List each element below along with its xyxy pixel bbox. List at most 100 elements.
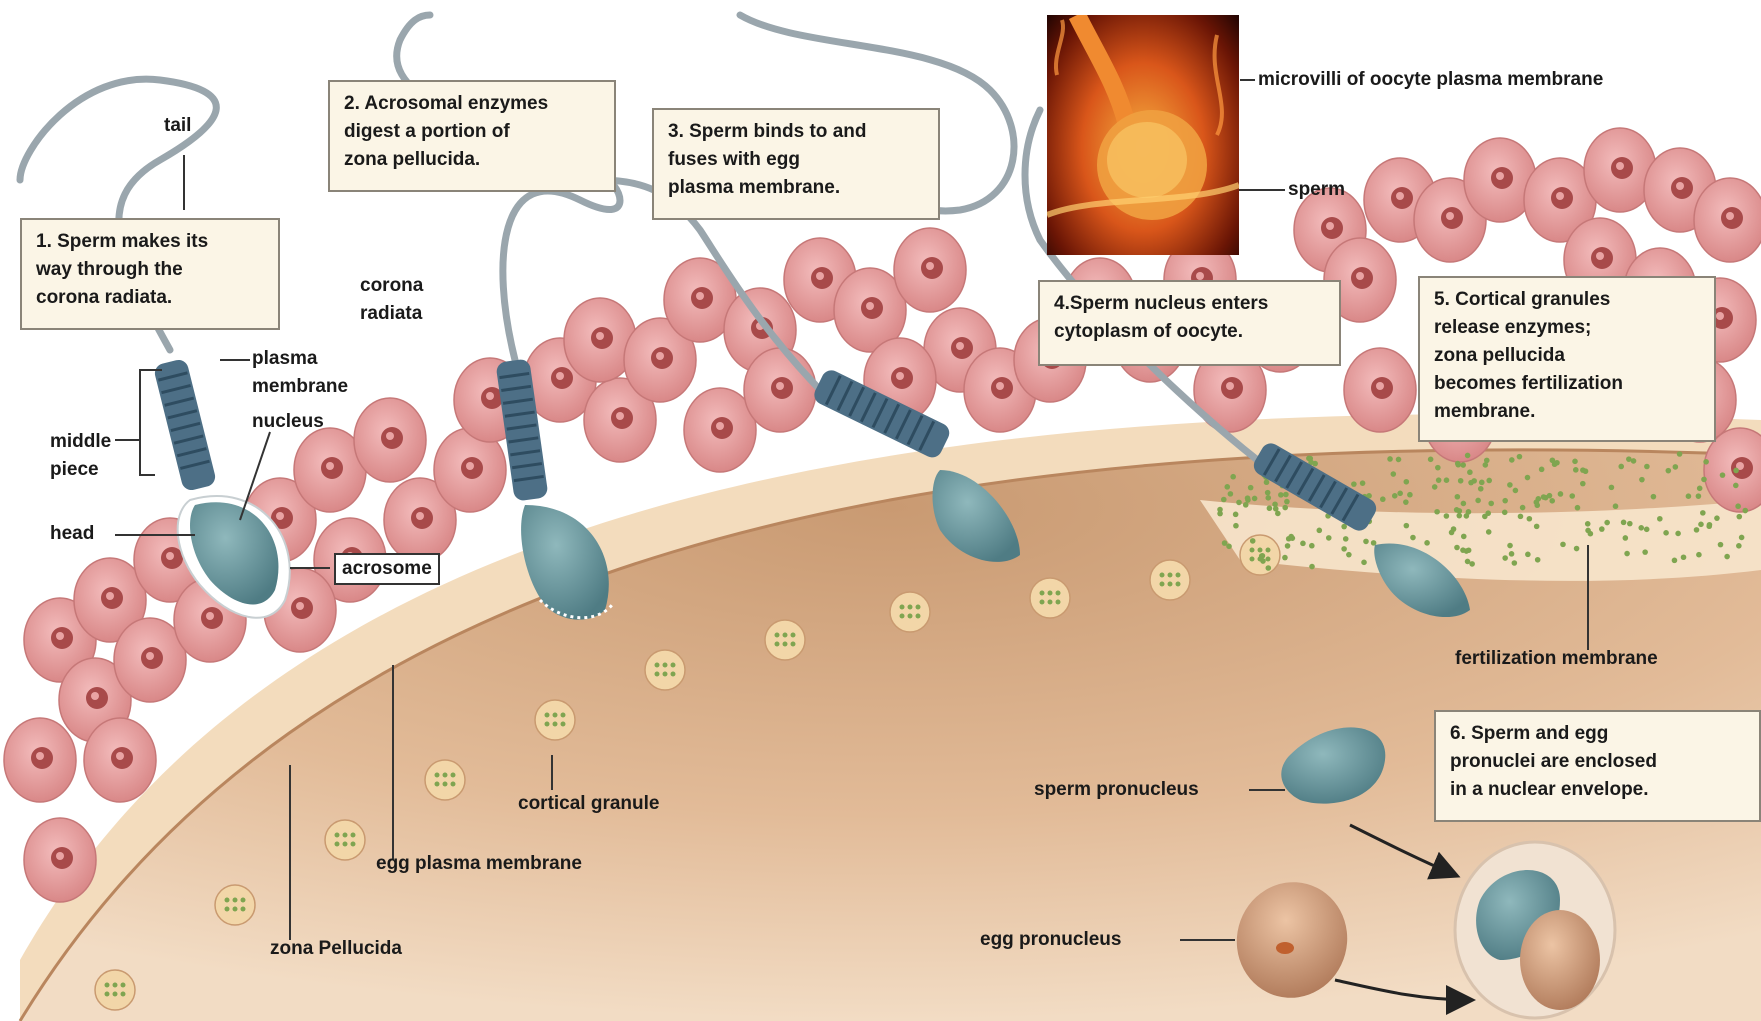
enzyme-dot [1583, 468, 1589, 474]
enzyme-dot [1697, 485, 1703, 491]
enzyme-dot [1599, 526, 1605, 532]
enzyme-dot [1284, 499, 1290, 505]
enzyme-dot [1455, 462, 1461, 468]
enzyme-dot [1609, 485, 1615, 491]
enzyme-dot [1703, 459, 1709, 465]
enzyme-dot [1265, 565, 1271, 571]
enzyme-dot [1720, 472, 1726, 478]
cortical-granule [425, 760, 465, 800]
enzyme-dot [1733, 468, 1739, 474]
enzyme-dot [1456, 513, 1462, 519]
enzyme-dot [1341, 546, 1347, 552]
label-middle-piece: middle piece [50, 428, 111, 484]
enzyme-dot [1351, 481, 1357, 487]
enzyme-dot [1435, 465, 1441, 471]
enzyme-dot [1260, 558, 1266, 564]
enzyme-dot [1613, 503, 1619, 509]
enzyme-dot [1686, 493, 1692, 499]
enzyme-dot [1742, 508, 1748, 514]
enzyme-dot [1525, 552, 1531, 558]
cortical-granule [325, 820, 365, 860]
label-zona-pellucida: zona Pellucida [270, 935, 402, 963]
step-6-box: 6. Sperm and egg pronuclei are enclosed … [1434, 710, 1761, 822]
label-tail: tail [164, 112, 191, 140]
label-corona-radiata: corona radiata [360, 272, 423, 328]
enzyme-dot [1396, 457, 1402, 463]
enzyme-dot [1245, 495, 1251, 501]
enzyme-dot [1541, 494, 1547, 500]
enzyme-dot [1520, 505, 1526, 511]
corona-cell [84, 718, 156, 802]
enzyme-dot [1638, 525, 1644, 531]
enzyme-dot [1539, 467, 1545, 473]
enzyme-dot [1466, 509, 1472, 515]
enzyme-dot [1309, 543, 1315, 549]
enzyme-dot [1371, 540, 1377, 546]
enzyme-dot [1228, 491, 1234, 497]
enzyme-dot [1547, 493, 1553, 499]
enzyme-dot [1221, 497, 1227, 503]
enzyme-dot [1502, 498, 1508, 504]
enzyme-dot [1455, 494, 1461, 500]
enzyme-dot [1458, 478, 1464, 484]
enzyme-dot [1224, 484, 1230, 490]
enzyme-dot [1604, 520, 1610, 526]
enzyme-dot [1623, 535, 1629, 541]
enzyme-dot [1736, 543, 1742, 549]
enzyme-dot [1517, 454, 1523, 460]
label-cortical-granule: cortical granule [518, 790, 660, 818]
enzyme-dot [1469, 561, 1475, 567]
enzyme-dot [1513, 488, 1519, 494]
enzyme-dot [1580, 481, 1586, 487]
enzyme-dot [1479, 480, 1485, 486]
enzyme-dot [1666, 468, 1672, 474]
enzyme-dot [1397, 491, 1403, 497]
enzyme-dot [1478, 486, 1484, 492]
enzyme-dot [1558, 491, 1564, 497]
enzyme-dot [1502, 509, 1508, 515]
enzyme-dot [1217, 507, 1223, 513]
enzyme-dot [1309, 564, 1315, 570]
enzyme-dot [1380, 496, 1386, 502]
enzyme-dot [1454, 507, 1460, 513]
enzyme-dot [1642, 549, 1648, 555]
enzyme-dot [1248, 485, 1254, 491]
enzyme-dot [1407, 492, 1413, 498]
label-egg-pronucleus: egg pronucleus [980, 926, 1121, 954]
enzyme-dot [1282, 505, 1288, 511]
label-sperm: sperm [1288, 176, 1345, 204]
enzyme-dot [1525, 475, 1531, 481]
enzyme-dot [1569, 493, 1575, 499]
enzyme-dot [1621, 520, 1627, 526]
enzyme-dot [1696, 493, 1702, 499]
cortical-granule [215, 885, 255, 925]
sperm-micrograph [1047, 15, 1239, 255]
enzyme-dot [1444, 513, 1450, 519]
enzyme-dot [1714, 515, 1720, 521]
label-plasma-membrane: plasma membrane [252, 345, 348, 401]
enzyme-dot [1465, 453, 1471, 459]
cortical-granule [535, 700, 575, 740]
enzyme-dot [1346, 552, 1352, 558]
enzyme-dot [1507, 482, 1513, 488]
enzyme-dot [1627, 521, 1633, 527]
enzyme-dot [1233, 512, 1239, 518]
enzyme-dot [1250, 538, 1256, 544]
enzyme-dot [1363, 539, 1369, 545]
step-3-box: 3. Sperm binds to and fuses with egg pla… [652, 108, 940, 220]
corona-cell [354, 398, 426, 482]
label-nucleus: nucleus [252, 408, 324, 436]
enzyme-dot [1509, 551, 1515, 557]
enzyme-dot [1700, 510, 1706, 516]
enzyme-dot [1449, 530, 1455, 536]
enzyme-dot [1273, 506, 1279, 512]
label-acrosome: acrosome [334, 553, 440, 585]
corona-cell [1694, 178, 1761, 262]
enzyme-dot [1283, 492, 1289, 498]
enzyme-dot [1739, 535, 1745, 541]
enzyme-dot [1573, 467, 1579, 473]
enzyme-dot [1288, 534, 1294, 540]
enzyme-dot [1585, 521, 1591, 527]
enzyme-dot [1278, 492, 1284, 498]
enzyme-dot [1673, 464, 1679, 470]
